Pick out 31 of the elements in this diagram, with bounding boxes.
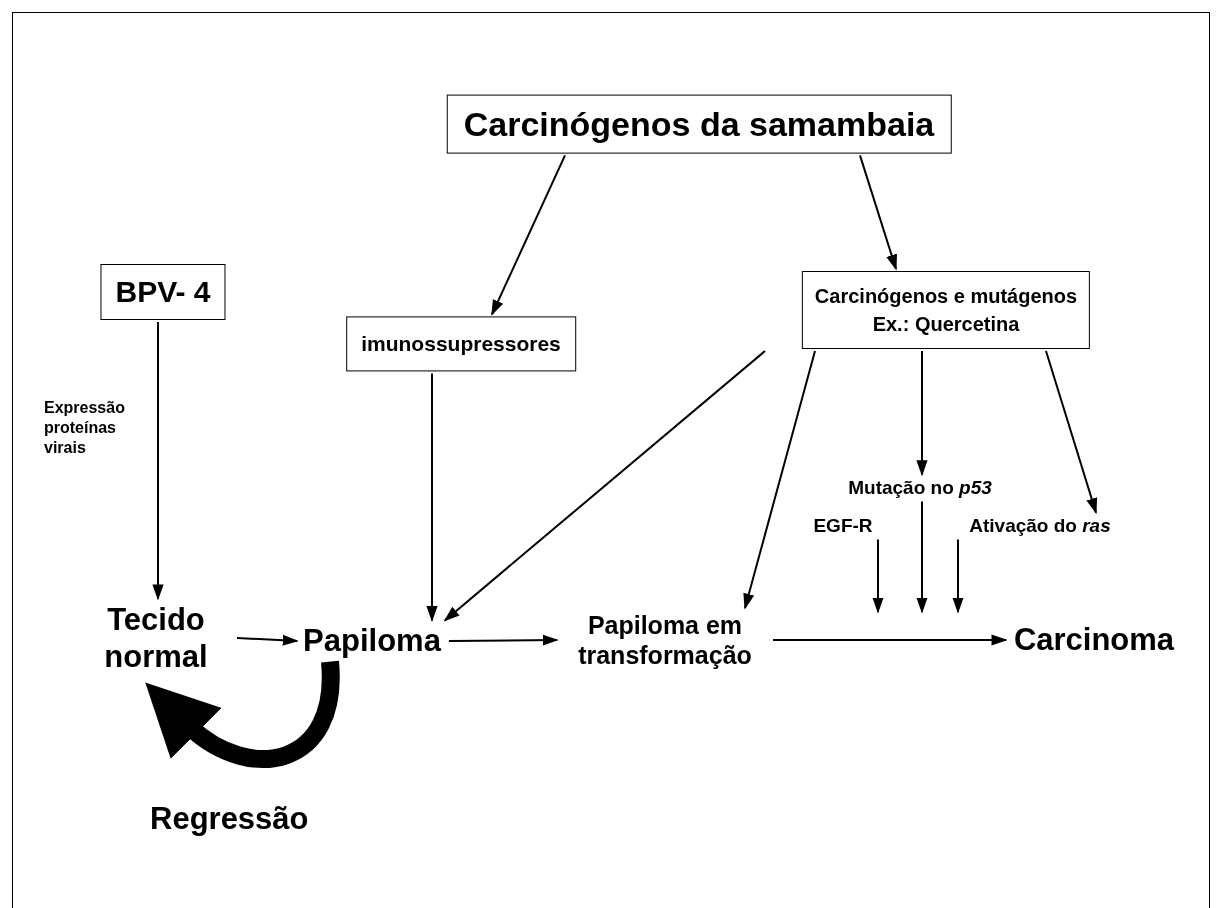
arrow xyxy=(743,350,816,610)
stage-label: Ativação do ras xyxy=(969,514,1111,538)
process-box xyxy=(446,94,952,154)
process-box xyxy=(346,316,576,372)
arrow xyxy=(916,500,928,614)
stage-label: Papiloma xyxy=(303,622,441,660)
arrow xyxy=(872,538,884,614)
stage-label: Papiloma em transformação xyxy=(565,610,765,670)
box-text: BPV- 4 xyxy=(115,274,211,310)
stage-label: Carcinoma xyxy=(1013,621,1175,659)
box-text: Carcinógenos da samambaia xyxy=(463,103,935,145)
stage-label: Mutação no p53 xyxy=(848,476,992,500)
arrow xyxy=(152,321,164,601)
arrow xyxy=(491,154,566,316)
curved-arrow xyxy=(145,661,340,768)
box-text: imunossupressores xyxy=(361,331,561,357)
box-text: Carcinógenos e mutágenos xyxy=(814,284,1078,308)
box-text: Ex.: Quercetina xyxy=(871,312,1021,336)
process-box xyxy=(801,271,1091,349)
arrow xyxy=(916,350,928,477)
stage-label: EGF-R xyxy=(813,514,873,538)
arrow xyxy=(236,634,299,646)
arrow xyxy=(859,154,897,271)
arrow xyxy=(447,634,559,646)
arrow xyxy=(1045,350,1098,515)
process-box xyxy=(100,264,226,320)
arrow xyxy=(772,634,1008,646)
arrow xyxy=(952,538,964,614)
arrow xyxy=(443,350,766,622)
stage-label: Tecido normal xyxy=(81,600,231,676)
arrow xyxy=(426,372,438,622)
